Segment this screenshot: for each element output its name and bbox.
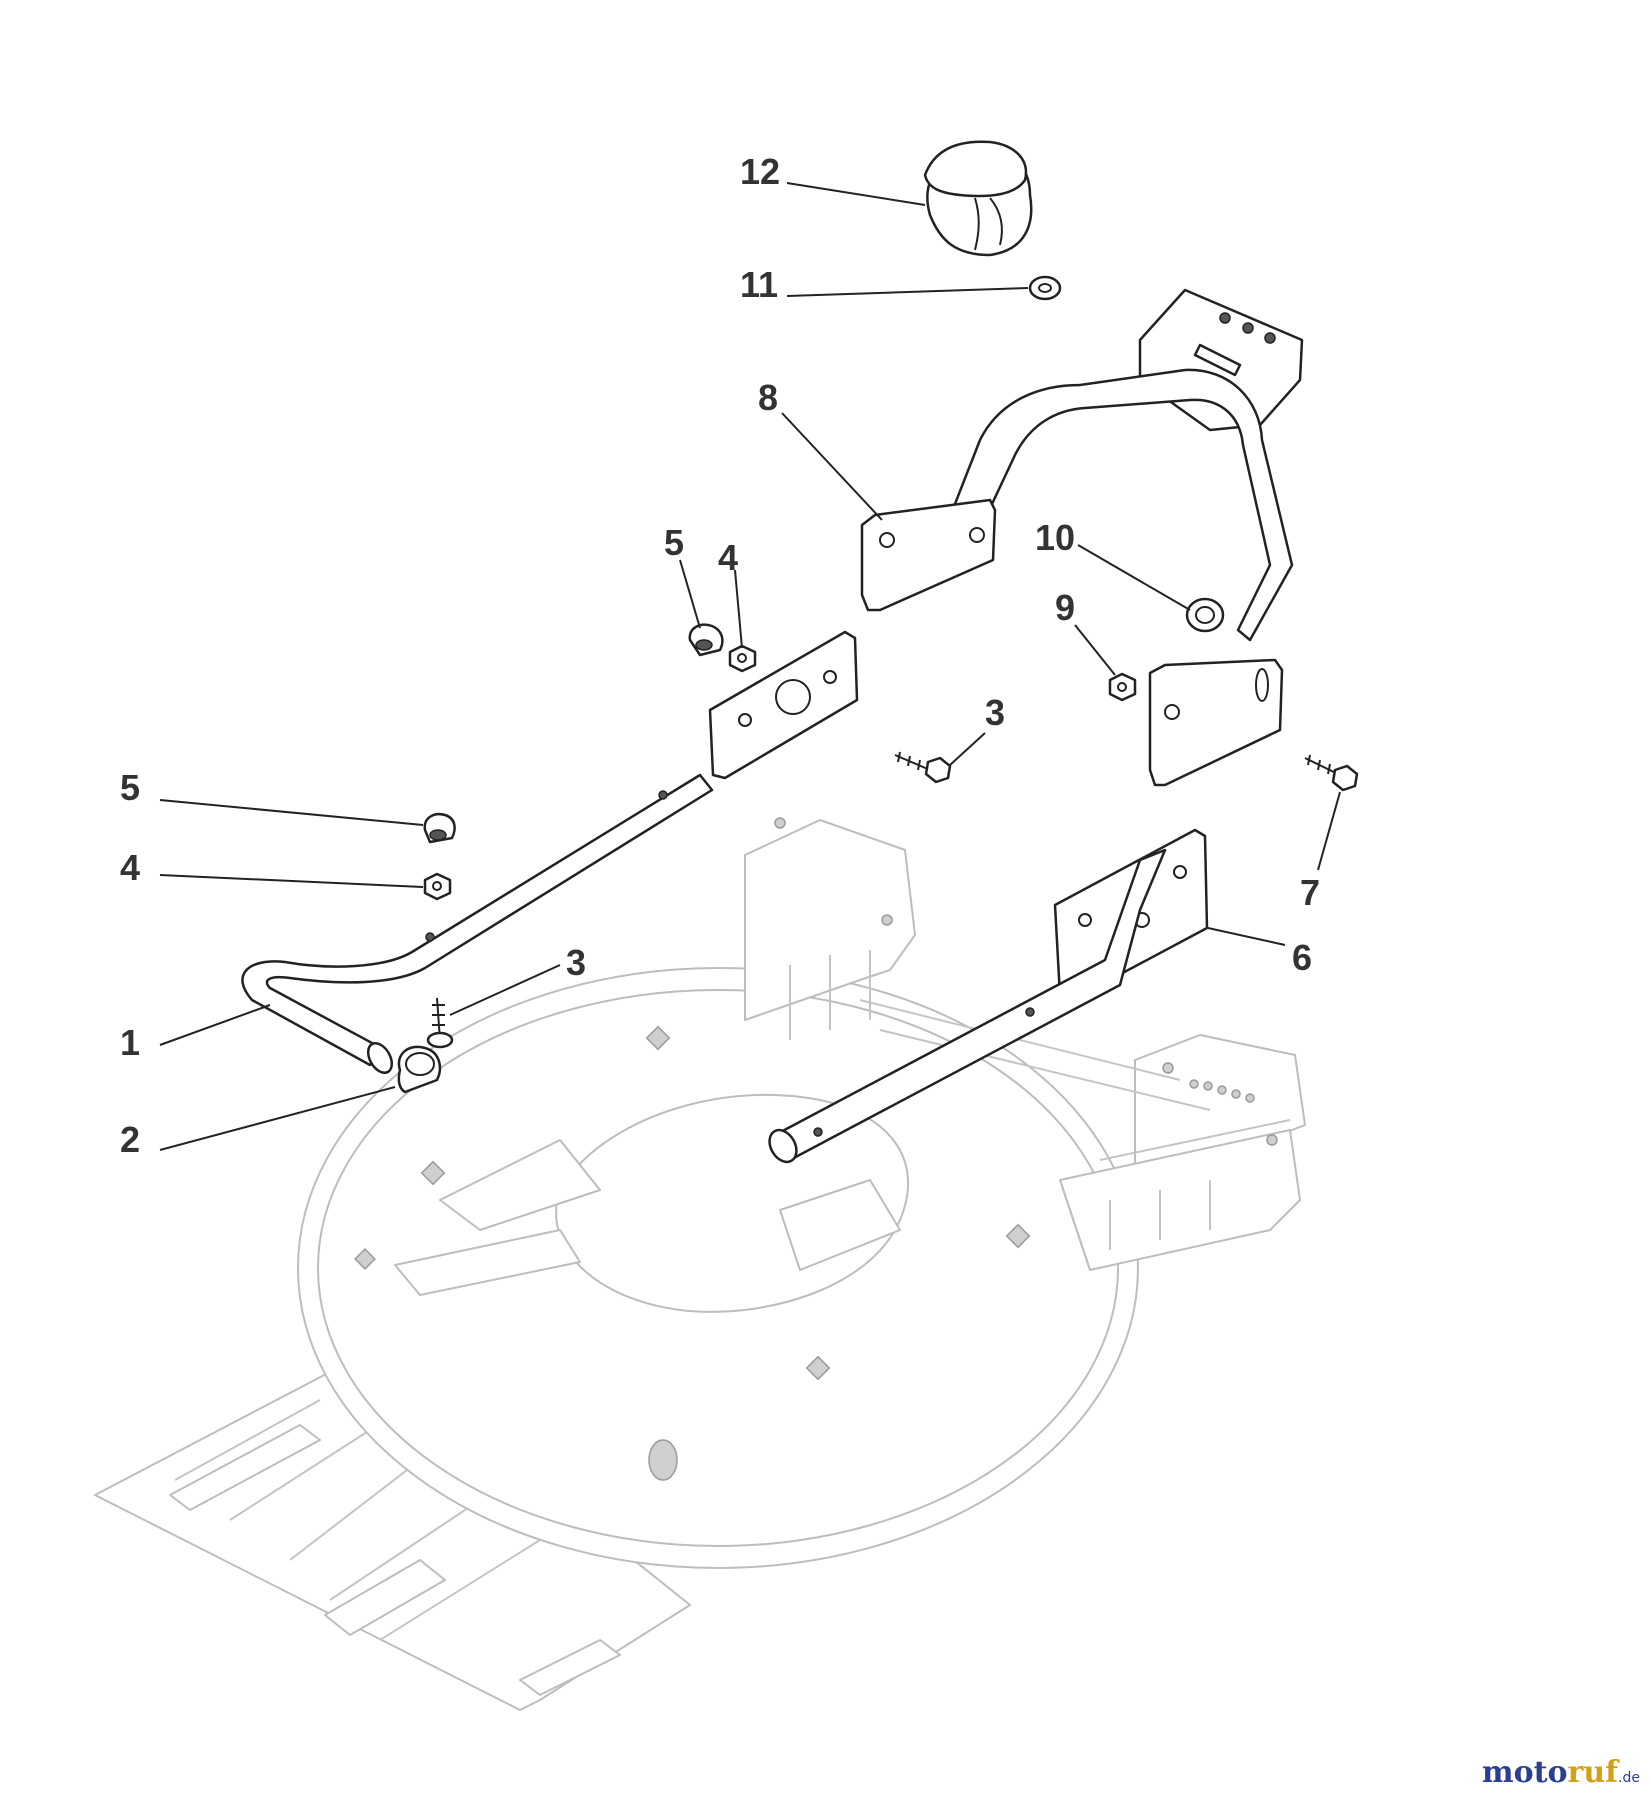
cap-nut-part-5-upper (688, 623, 724, 657)
watermark-part-2: ruf (1567, 1755, 1619, 1790)
lower-handle-right-part-6 (768, 828, 1209, 1164)
leader-2 (159, 1086, 396, 1151)
lower-handle-left-part-1 (241, 630, 859, 1074)
callout-10: 10 (1035, 517, 1075, 558)
watermark-part-1: moto (1481, 1755, 1568, 1790)
leader-3b (449, 964, 561, 1016)
leader-11 (786, 287, 1029, 297)
bolt-part-3-lower (426, 997, 454, 1049)
callout-11: 11 (740, 264, 778, 305)
leader-10 (1077, 544, 1191, 611)
callout-9: 9 (1055, 587, 1075, 628)
cap-nut-part-5-lower (423, 813, 456, 844)
callout-labels: 12 11 8 10 9 5 4 3 5 4 3 1 2 7 6 (120, 151, 1320, 1160)
callout-4-upper: 4 (718, 537, 738, 578)
leader-5b (159, 799, 424, 826)
mower-deck (94, 817, 1306, 1711)
leader-5a (679, 559, 701, 629)
callout-2: 2 (120, 1119, 140, 1160)
leader-lines (159, 182, 1341, 1151)
watermark-logo: motoruf.de (1482, 1755, 1640, 1790)
callout-3-upper: 3 (985, 692, 1005, 733)
handle-bracket-part-8 (860, 288, 1304, 787)
callout-4-lower: 4 (120, 847, 140, 888)
callout-6: 6 (1292, 937, 1312, 978)
leader-9 (1074, 624, 1116, 676)
leader-4a (734, 569, 743, 649)
callout-5-lower: 5 (120, 767, 140, 808)
washer-part-11 (1028, 275, 1062, 301)
leader-3a (949, 732, 986, 766)
callout-3-lower: 3 (566, 942, 586, 983)
knob-part-12 (923, 140, 1033, 257)
callout-5-upper: 5 (664, 522, 684, 563)
leader-8 (781, 412, 883, 521)
bolt-part-7 (1304, 754, 1359, 792)
lock-nut-part-4-upper (728, 644, 757, 673)
callout-1: 1 (120, 1022, 140, 1063)
callout-8: 8 (758, 377, 778, 418)
lock-nut-part-4-lower (423, 872, 452, 901)
callout-12: 12 (740, 151, 780, 192)
leader-4b (159, 874, 424, 888)
callout-7: 7 (1300, 872, 1320, 913)
leader-12 (786, 182, 926, 206)
watermark-part-3: .de (1618, 1770, 1640, 1786)
leader-6 (1207, 927, 1286, 946)
nut-part-9 (1108, 672, 1137, 702)
leader-7 (1317, 791, 1341, 871)
leader-1 (159, 1004, 271, 1046)
washer-part-10 (1185, 597, 1225, 633)
bolt-part-3-upper (894, 751, 952, 784)
end-cap-part-2 (397, 1045, 442, 1094)
